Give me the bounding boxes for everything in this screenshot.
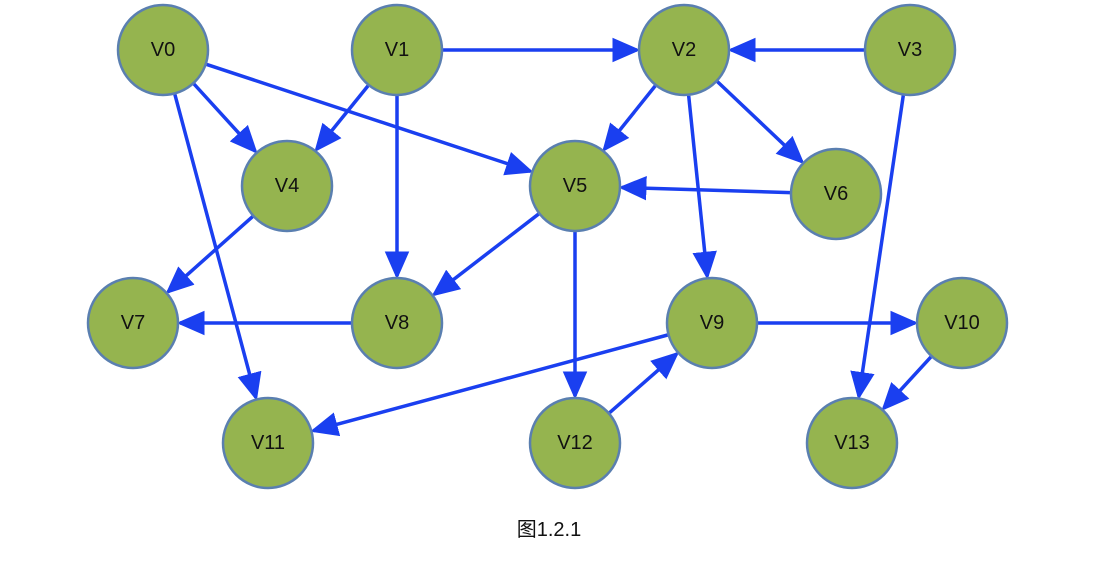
- node-label: V4: [275, 175, 299, 197]
- node-circle: [528, 139, 622, 233]
- node-v12: V12: [528, 396, 622, 490]
- edge-v0-to-v5: [206, 62, 534, 176]
- edge-v12-to-v9: [608, 351, 680, 415]
- node-circle: [221, 396, 315, 490]
- node-circle: [86, 276, 180, 370]
- node-v8: V8: [350, 276, 444, 370]
- node-v7: V7: [86, 276, 180, 370]
- node-v3: V3: [863, 3, 957, 97]
- node-v9: V9: [665, 276, 759, 370]
- edge-v0-to-v4: [192, 82, 258, 154]
- node-v4: V4: [240, 139, 334, 233]
- node-label: V13: [834, 432, 870, 454]
- node-circle: [528, 396, 622, 490]
- node-label: V5: [563, 175, 587, 197]
- node-label: V3: [898, 39, 922, 61]
- node-label: V12: [557, 432, 593, 454]
- edge-v5-to-v8: [431, 212, 540, 297]
- edge-v4-to-v7: [165, 215, 254, 295]
- edge-v1-to-v4: [314, 84, 370, 153]
- node-circle: [240, 139, 334, 233]
- node-v10: V10: [915, 276, 1009, 370]
- node-circle: [350, 3, 444, 97]
- node-v6: V6: [789, 147, 883, 241]
- node-label: V11: [251, 432, 285, 454]
- edge-v3-to-v13: [850, 95, 906, 400]
- edge-v0-to-v11: [173, 93, 262, 401]
- node-label: V8: [385, 312, 409, 334]
- figure-caption: 图1.2.1: [516, 519, 582, 541]
- node-circle: [665, 276, 759, 370]
- node-circle: [116, 3, 210, 97]
- node-label: V1: [385, 39, 409, 61]
- edge-v2-to-v6: [716, 80, 805, 165]
- node-label: V10: [944, 312, 980, 334]
- node-v11: V11: [221, 396, 315, 490]
- node-circle: [637, 3, 731, 97]
- node-circle: [863, 3, 957, 97]
- edge-v6-to-v5: [618, 175, 791, 201]
- node-circle: [350, 276, 444, 370]
- node-v1: V1: [350, 3, 444, 97]
- node-v13: V13: [805, 396, 899, 490]
- node-label: V7: [121, 312, 145, 334]
- node-label: V9: [700, 312, 724, 334]
- edge-v2-to-v5: [602, 84, 657, 153]
- node-circle: [789, 147, 883, 241]
- edge-v9-to-v11: [309, 333, 669, 437]
- node-label: V2: [672, 39, 696, 61]
- edge-v2-to-v9: [686, 95, 717, 280]
- edges-layer: [165, 37, 933, 437]
- node-v0: V0: [116, 3, 210, 97]
- node-label: V0: [151, 39, 175, 61]
- edge-v10-to-v13: [881, 355, 933, 411]
- node-v5: V5: [528, 139, 622, 233]
- node-v2: V2: [637, 3, 731, 97]
- node-circle: [805, 396, 899, 490]
- node-label: V6: [824, 183, 848, 205]
- node-circle: [915, 276, 1009, 370]
